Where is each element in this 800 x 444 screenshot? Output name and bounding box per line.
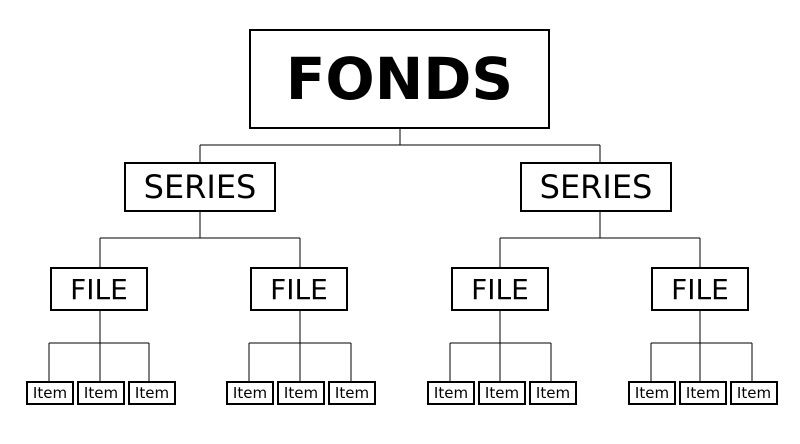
item-box: Item: [226, 381, 274, 405]
item-box: Item: [478, 381, 526, 405]
item-box: Item: [128, 381, 176, 405]
item-label: Item: [232, 384, 268, 402]
item-box: Item: [328, 381, 376, 405]
file-label: FILE: [471, 272, 529, 306]
fonds-label: FONDS: [285, 45, 514, 113]
item-box: Item: [427, 381, 475, 405]
item-label: Item: [334, 384, 370, 402]
file-box-4: FILE: [651, 267, 749, 311]
item-label: Item: [484, 384, 520, 402]
item-box: Item: [529, 381, 577, 405]
file-label: FILE: [270, 272, 328, 306]
fonds-box: FONDS: [249, 29, 550, 129]
item-box: Item: [679, 381, 727, 405]
item-box: Item: [628, 381, 676, 405]
item-label: Item: [685, 384, 721, 402]
series-box-1: SERIES: [124, 162, 276, 212]
item-box: Item: [277, 381, 325, 405]
item-label: Item: [433, 384, 469, 402]
file-box-1: FILE: [50, 267, 148, 311]
item-box: Item: [730, 381, 778, 405]
item-label: Item: [83, 384, 119, 402]
item-box: Item: [77, 381, 125, 405]
item-label: Item: [736, 384, 772, 402]
item-label: Item: [134, 384, 170, 402]
file-box-3: FILE: [451, 267, 549, 311]
file-box-2: FILE: [250, 267, 348, 311]
item-label: Item: [32, 384, 68, 402]
item-box: Item: [26, 381, 74, 405]
series-box-2: SERIES: [520, 162, 672, 212]
item-label: Item: [535, 384, 571, 402]
file-label: FILE: [70, 272, 128, 306]
item-label: Item: [283, 384, 319, 402]
series-label: SERIES: [539, 168, 653, 206]
series-label: SERIES: [143, 168, 257, 206]
item-label: Item: [634, 384, 670, 402]
file-label: FILE: [671, 272, 729, 306]
